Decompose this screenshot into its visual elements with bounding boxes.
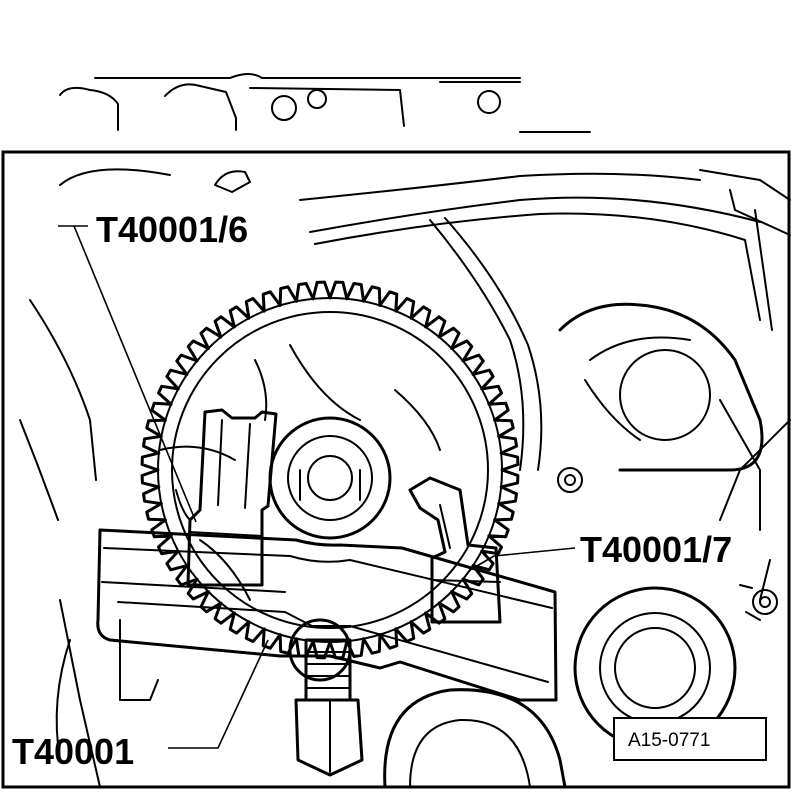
reference-code: A15-0771 — [628, 730, 710, 751]
leader-lines — [58, 225, 576, 749]
tensioner-pulley — [558, 302, 764, 531]
timing-belt-cover — [429, 217, 543, 471]
clamp-t40001-7 — [408, 476, 502, 624]
lower-pulley — [383, 688, 567, 789]
engine-block-outline — [19, 168, 791, 788]
center-bolt — [288, 618, 364, 777]
clamp-t40001-6 — [175, 408, 278, 587]
bolt-right-lower — [739, 584, 778, 621]
callout-t40001-6: T40001/6 — [96, 209, 248, 250]
callout-t40001: T40001 — [12, 731, 134, 772]
bolt-right-upper — [557, 467, 583, 493]
reference-code-box: A15-0771 — [613, 717, 767, 761]
camshaft-sprocket — [140, 280, 520, 660]
tool-bar-t40001 — [96, 528, 558, 702]
callout-t40001-7: T40001/7 — [580, 529, 732, 570]
upper-engine-outline — [59, 73, 591, 133]
